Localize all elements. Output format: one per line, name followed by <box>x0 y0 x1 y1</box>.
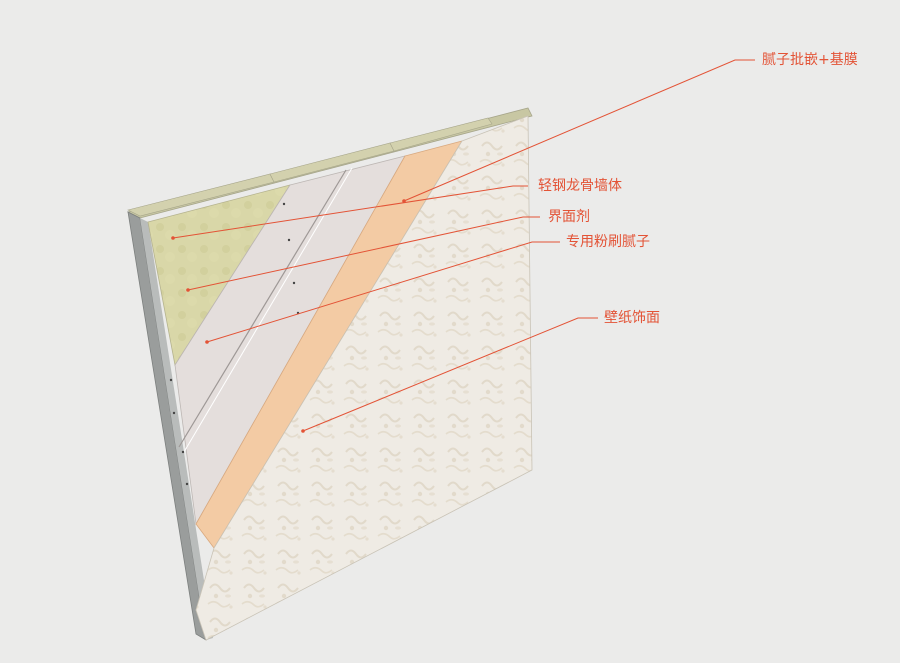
leader-wallpaper <box>302 317 598 432</box>
label-interface-agent: 界面剂 <box>548 209 590 225</box>
wall-side-highlight <box>140 218 213 640</box>
leader-putty-mesh <box>403 59 755 202</box>
label-wallpaper: 壁纸饰面 <box>604 310 660 326</box>
leader-interface-agent <box>187 216 540 291</box>
label-putty-mesh: 腻子批嵌+基膜 <box>762 52 858 68</box>
leader-brush-putty <box>206 241 560 343</box>
label-stud-wall: 轻钢龙骨墙体 <box>538 178 622 194</box>
leader-lines <box>171 59 755 433</box>
wallpaper-layer <box>195 115 533 641</box>
leader-stud-wall <box>172 185 528 239</box>
top-rail-segment-3 <box>389 117 493 152</box>
label-brush-putty: 专用粉刷腻子 <box>566 234 650 250</box>
screw-dots <box>169 202 300 486</box>
